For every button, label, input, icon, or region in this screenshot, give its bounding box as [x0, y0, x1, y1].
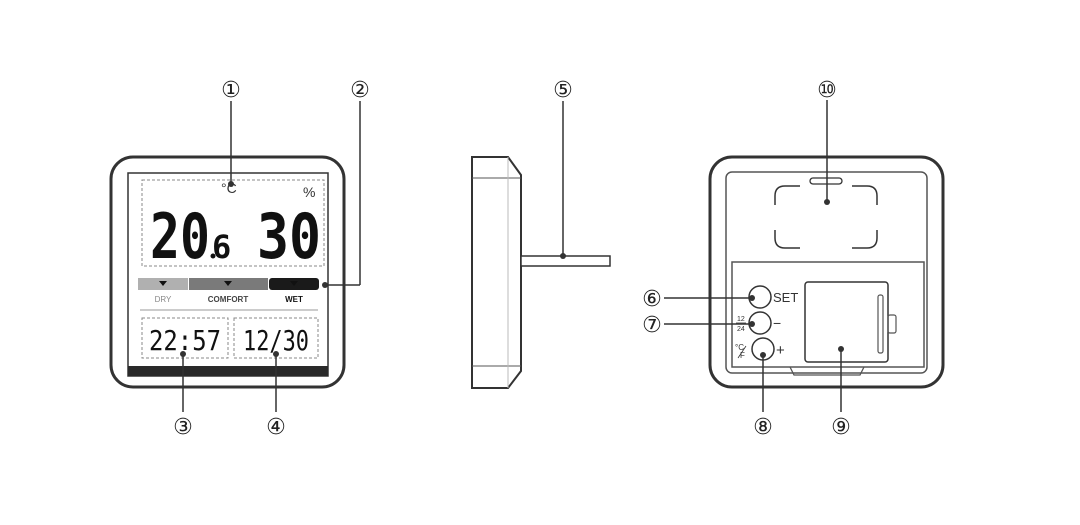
callout-2: ②	[350, 78, 370, 103]
dry-label: DRY	[155, 295, 172, 304]
minus-label: −	[773, 315, 781, 331]
time-zone	[141, 317, 229, 359]
minus-button[interactable]	[748, 311, 772, 335]
set-button[interactable]	[748, 285, 772, 309]
decimal-point	[210, 253, 216, 259]
comfort-label: COMFORT	[208, 295, 249, 304]
dry-indicator-icon	[159, 281, 167, 286]
callout-6: ⑥	[642, 287, 662, 312]
plus-label: +	[776, 342, 785, 359]
callout-5: ⑤	[553, 78, 573, 103]
front-view: °C % 20 6 30 DRY COMFORT WET 22:57 12/30	[109, 155, 346, 389]
battery-latch	[789, 366, 865, 376]
set-label: SET	[773, 290, 798, 305]
temperature-value: 20	[150, 200, 210, 273]
front-callouts: ① ② ③ ④	[173, 78, 370, 440]
time-value: 22:57	[149, 324, 221, 357]
side-housing	[471, 156, 522, 389]
unit-f-label: F	[740, 351, 745, 360]
callout-3: ③	[173, 415, 193, 440]
humidity-value: 30	[257, 200, 321, 273]
battery-area	[731, 261, 925, 368]
battery-cover	[804, 281, 889, 363]
callout-4: ④	[266, 415, 286, 440]
humidity-unit: %	[303, 184, 315, 200]
callout-9: ⑨	[831, 415, 851, 440]
hanging-hole	[774, 185, 878, 249]
callout-8: ⑧	[753, 415, 773, 440]
wet-label: WET	[285, 295, 303, 304]
back-view: ⑩ ⑨ SET 12 24 − °C F + ⑥ ⑦ ⑧	[642, 78, 945, 440]
wet-indicator-icon	[290, 281, 298, 286]
side-view: ⑤	[471, 78, 611, 389]
bottom-strip	[128, 366, 328, 376]
callout-10: ⑩	[817, 78, 837, 103]
mode-top-label: 12	[737, 316, 745, 323]
temp-humidity-zone	[141, 179, 325, 267]
mode-bottom-label: 24	[737, 326, 745, 333]
unit-c-label: °C	[735, 343, 744, 352]
temperature-decimal: 6	[212, 228, 231, 266]
hanging-slot	[809, 177, 843, 185]
comfort-indicator-icon	[224, 281, 232, 286]
callout-7: ⑦	[642, 313, 662, 338]
callout-1: ①	[221, 78, 241, 103]
